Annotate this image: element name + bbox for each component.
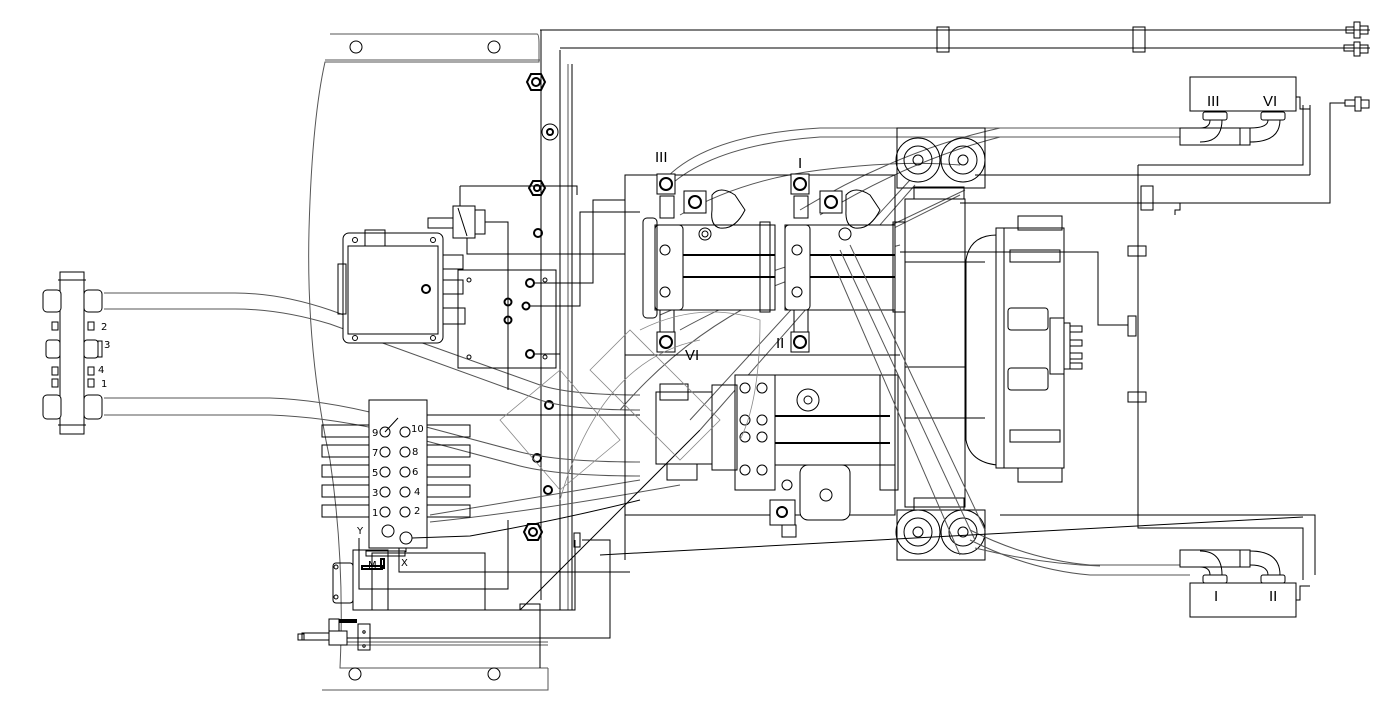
control-unit bbox=[337, 185, 625, 390]
drive-drum bbox=[965, 215, 1083, 483]
tank-port-label-ii: II bbox=[1269, 588, 1277, 605]
tank-port-label-vi: VI bbox=[1263, 93, 1277, 110]
x-port-label: X bbox=[401, 558, 408, 569]
valve-port-label: 6 bbox=[412, 467, 418, 478]
manifold-port-label: 3 bbox=[104, 340, 110, 351]
quick-coupler bbox=[1345, 21, 1369, 39]
manifold-port-label: 4 bbox=[98, 365, 104, 376]
tank-port-label-iii: III bbox=[1207, 93, 1220, 110]
valve-block: 9 7 5 3 1 10 8 6 4 2 bbox=[321, 399, 641, 549]
tank-port-label-i: I bbox=[1214, 588, 1218, 605]
pump-label-i: I bbox=[798, 155, 802, 172]
watermark-outline bbox=[499, 311, 761, 501]
valve-port-label: 2 bbox=[414, 506, 420, 517]
valve-port-label: 10 bbox=[411, 424, 424, 435]
left-manifold: 2 3 4 1 bbox=[42, 271, 110, 435]
sub-plate bbox=[457, 199, 640, 369]
tank-bottom: I II bbox=[1179, 549, 1310, 618]
rail-fittings bbox=[522, 73, 559, 541]
roller bbox=[895, 509, 986, 555]
pilot-unit: Y X M bbox=[297, 429, 701, 668]
valve-port-label: 8 bbox=[412, 447, 418, 458]
valve-port-label: 4 bbox=[414, 487, 420, 498]
pump-label-ii: II bbox=[776, 335, 784, 352]
manifold-port-label: 1 bbox=[101, 379, 107, 390]
valve-port-label: 9 bbox=[372, 428, 378, 439]
pump-assembly: III I VI II bbox=[624, 149, 906, 538]
roller bbox=[895, 137, 986, 183]
vertical-rails bbox=[540, 29, 1370, 611]
valve-port-label: 7 bbox=[372, 448, 378, 459]
valve-port-label: 5 bbox=[372, 468, 378, 479]
central-frame bbox=[895, 127, 986, 561]
pump-label-vi: VI bbox=[685, 347, 699, 364]
y-port-label: Y bbox=[356, 526, 364, 537]
manifold-port-label: 2 bbox=[101, 322, 107, 333]
hoses-lower bbox=[599, 244, 1304, 576]
valve-port-label: 3 bbox=[372, 488, 378, 499]
pump-label-iii: III bbox=[655, 149, 668, 166]
mount-hole bbox=[487, 40, 501, 54]
mount-hole bbox=[348, 667, 362, 681]
tank-top: III VI bbox=[1179, 76, 1310, 146]
valve-port-label: 1 bbox=[372, 508, 378, 519]
mount-hole bbox=[349, 40, 363, 54]
right-piping bbox=[900, 26, 1345, 580]
quick-coupler bbox=[1344, 96, 1370, 112]
quick-coupler bbox=[1343, 41, 1369, 57]
mount-hole bbox=[487, 667, 501, 681]
base-plate bbox=[308, 33, 549, 691]
